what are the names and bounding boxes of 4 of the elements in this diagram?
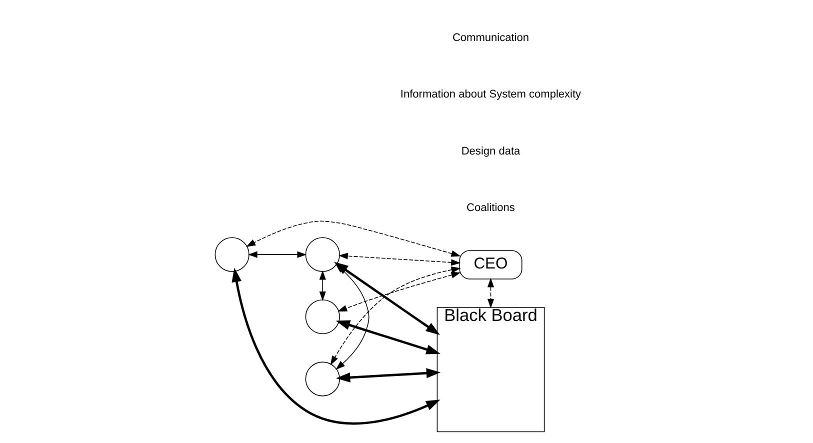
legend-label: Information about System complexity bbox=[400, 88, 582, 101]
legend-label: Communication bbox=[452, 32, 530, 44]
legend-label: Coalitions bbox=[466, 202, 515, 214]
legend-label: Design data bbox=[461, 145, 520, 158]
